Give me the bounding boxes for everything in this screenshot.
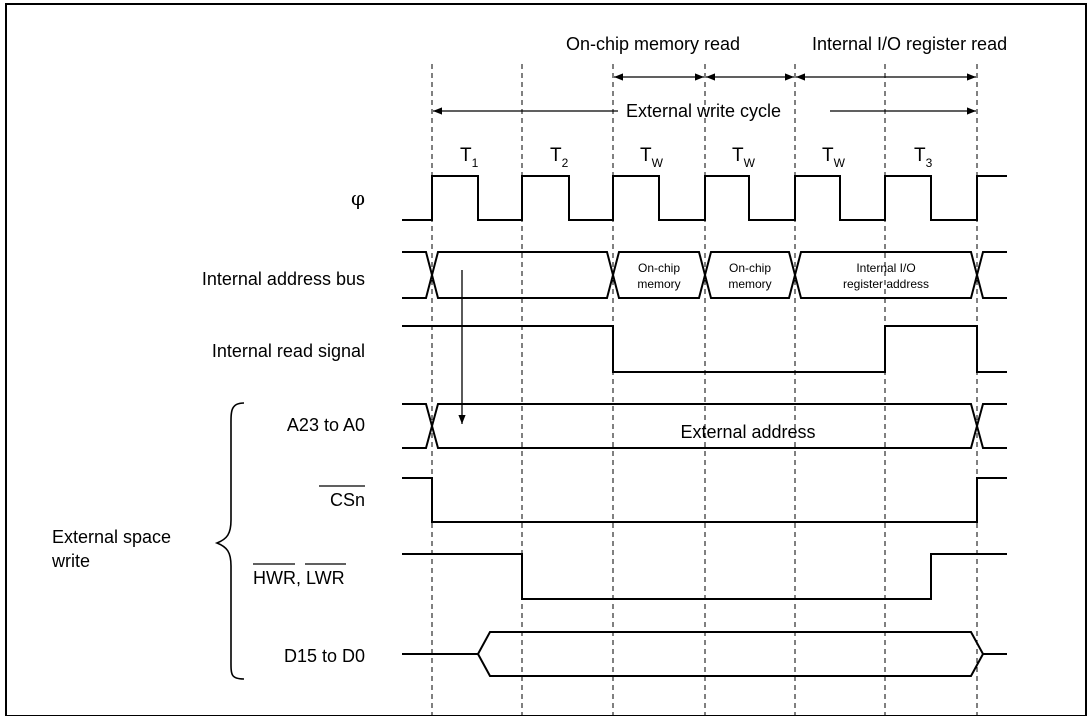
figure-frame (5, 3, 1087, 716)
internal-read-signal-waveform (402, 325, 1007, 373)
address-bus-waveform (402, 403, 1007, 449)
data-bus-waveform (402, 631, 1007, 677)
state-t1: T1 (460, 145, 479, 170)
bus-value-onchip-memory-1-line2: memory (637, 277, 680, 291)
bus-value-onchip-memory-1-line1: On-chip (638, 261, 680, 275)
label-internal-address-bus: Internal address bus (202, 269, 365, 289)
state-t2: T2 (550, 145, 569, 170)
bus-value-onchip-memory-2-line1: On-chip (729, 261, 771, 275)
state-tw-2: TW (732, 145, 756, 170)
bus-value-io-line2: register address (843, 277, 929, 291)
cycle-boundaries (431, 64, 978, 716)
label-internal-read-signal: Internal read signal (212, 341, 365, 361)
state-labels: T1 T2 TW TW TW T3 (460, 145, 933, 170)
bus-value-io-line1: Internal I/O (856, 261, 915, 275)
phi-clock-waveform (402, 175, 1007, 221)
label-csn: CSn (330, 490, 365, 510)
label-internal-io-register-read: Internal I/O register read (812, 34, 1007, 54)
bus-value-onchip-memory-2-line2: memory (728, 277, 771, 291)
hwr-lwr-waveform (402, 553, 1007, 600)
label-write: write (51, 551, 90, 571)
label-d15-to-d0: D15 to D0 (284, 646, 365, 666)
label-external-space: External space (52, 527, 171, 547)
state-t3: T3 (914, 145, 933, 170)
internal-address-bus-waveform (402, 251, 1007, 299)
csn-waveform (402, 477, 1007, 523)
state-tw-1: TW (640, 145, 664, 170)
label-hwr-lwr: HWR, LWR (253, 568, 345, 588)
label-hwr: HWR (253, 568, 296, 588)
label-external-write-cycle: External write cycle (626, 101, 781, 121)
label-a23-to-a0: A23 to A0 (287, 415, 365, 435)
group-brace (214, 402, 245, 680)
label-comma: , (296, 568, 306, 588)
label-onchip-memory-read: On-chip memory read (566, 34, 740, 54)
state-tw-3: TW (822, 145, 846, 170)
label-phi: φ (351, 186, 365, 210)
label-lwr: LWR (306, 568, 345, 588)
bus-value-external-address: External address (680, 422, 815, 442)
